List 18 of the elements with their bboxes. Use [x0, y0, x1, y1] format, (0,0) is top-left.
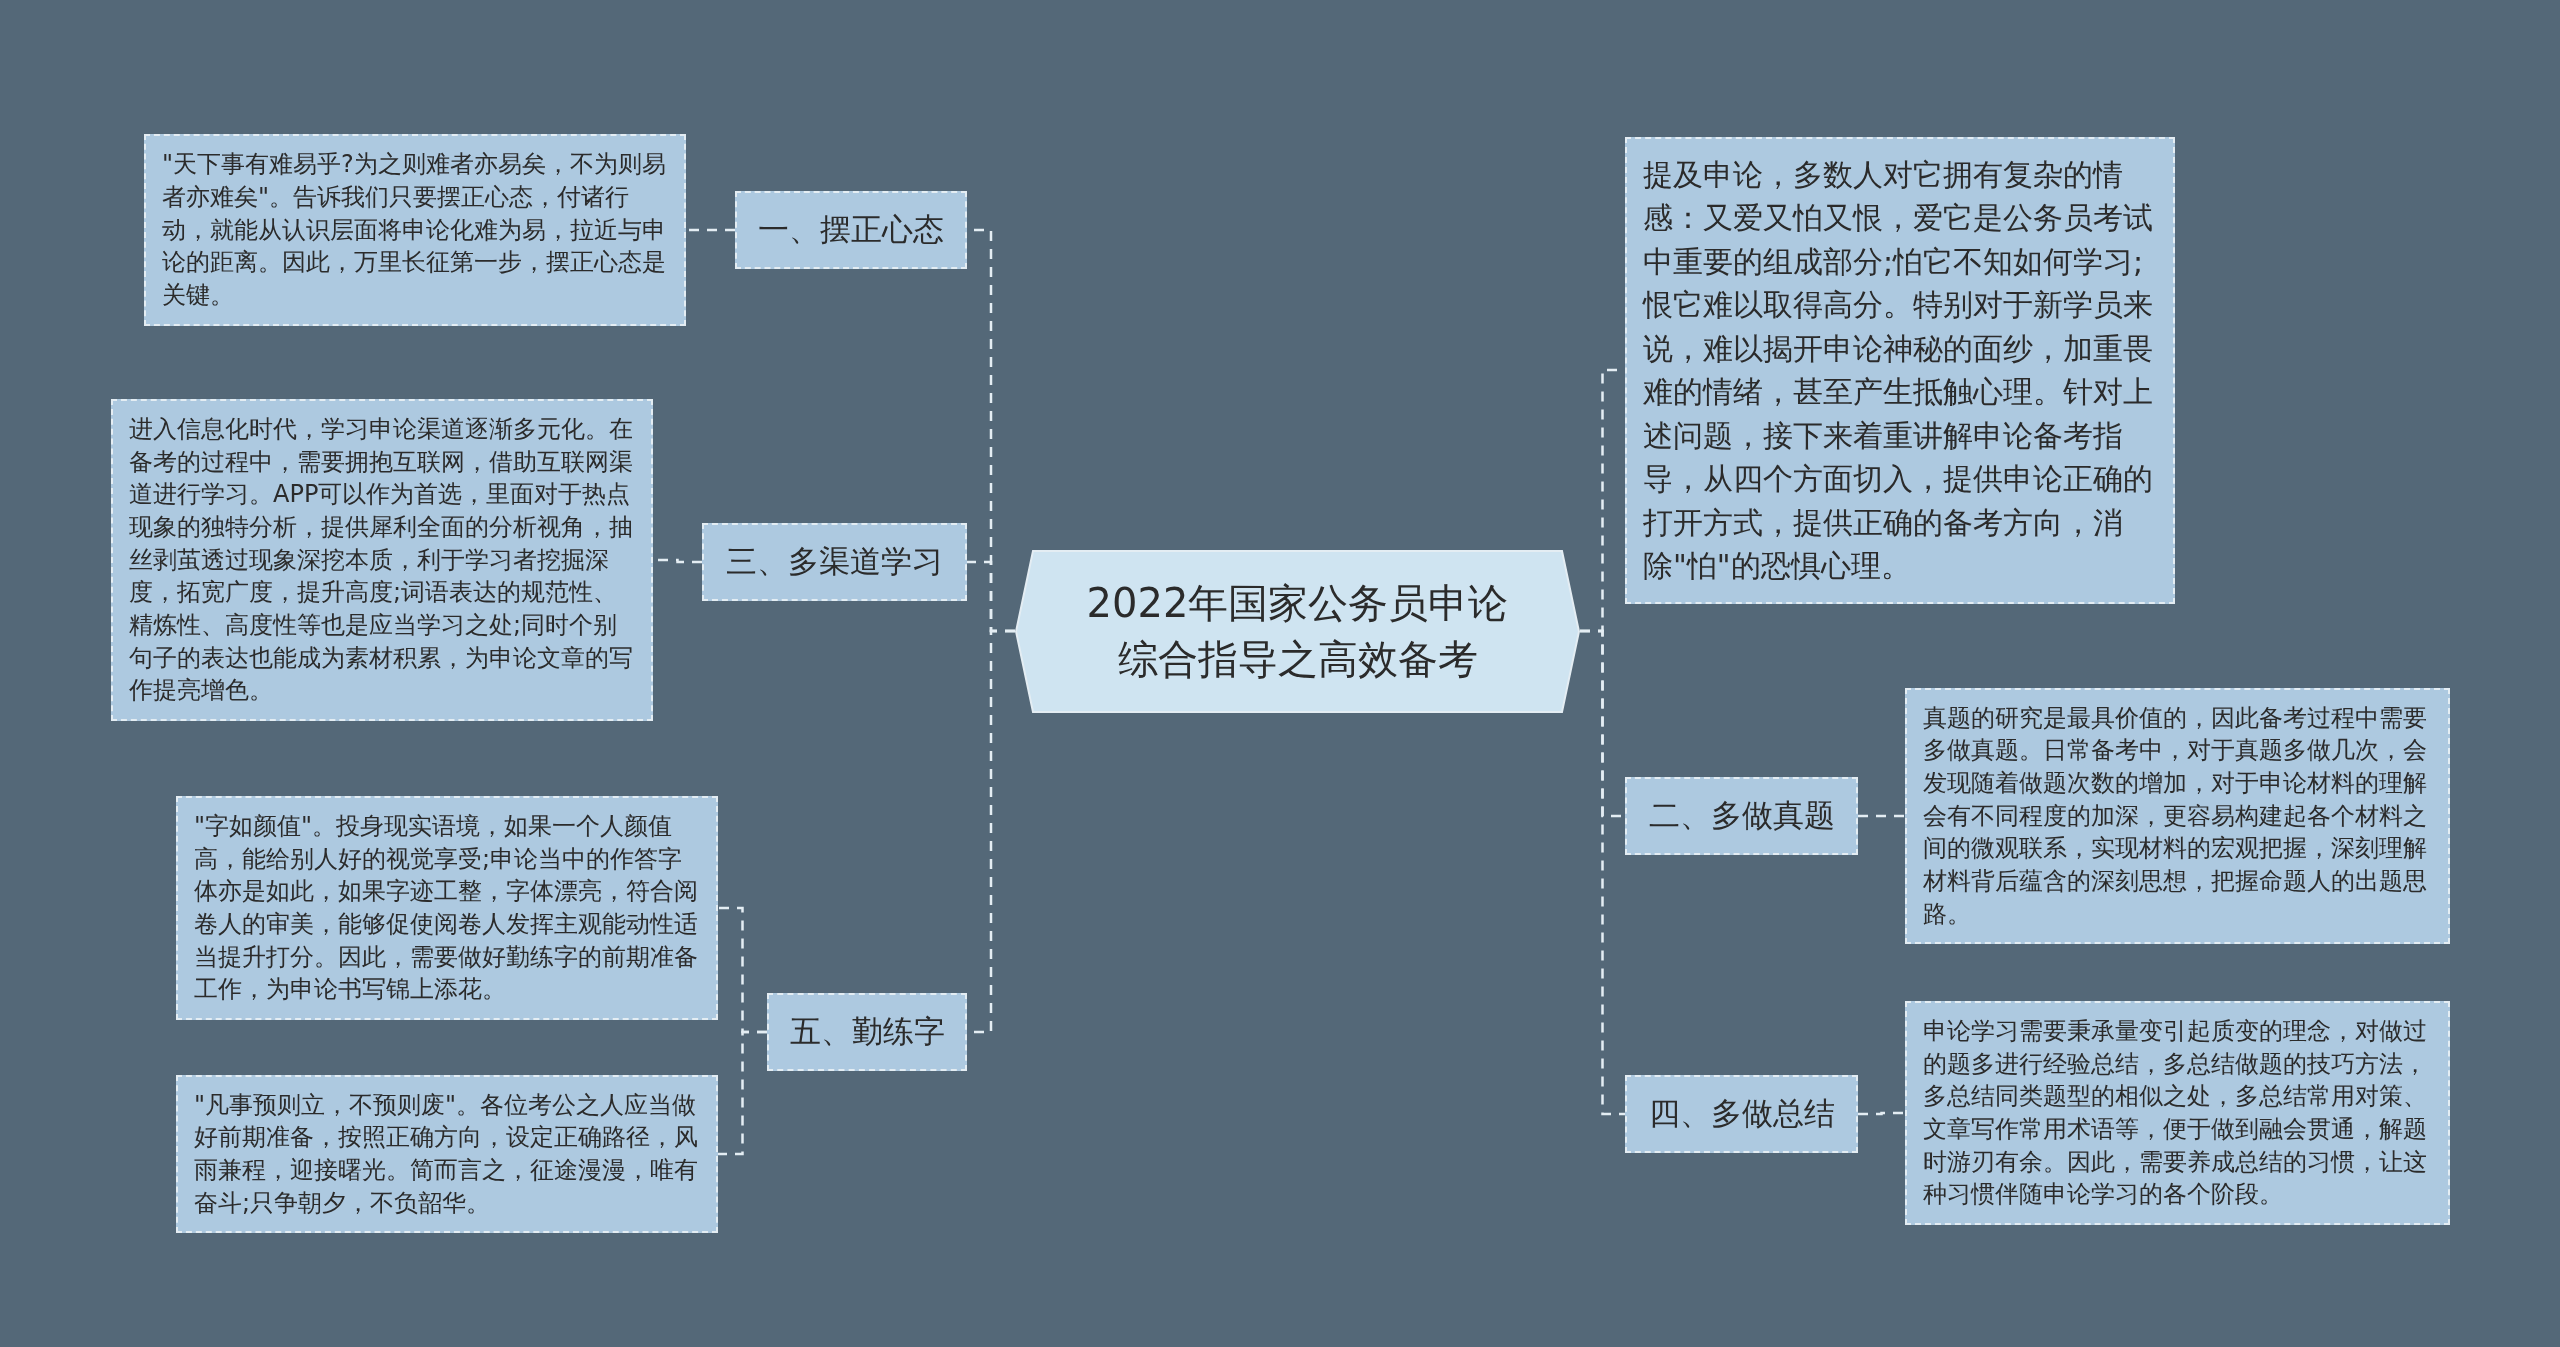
branch-topic: 一、摆正心态 — [735, 191, 967, 269]
note-card: 申论学习需要秉承量变引起质变的理念，对做过的题多进行经验总结，多总结做题的技巧方法，多总结同类题型的相似之处，多总结常用对策、文章写作常用术语等，便于做到融会贯通，解题时游刃有余。因此，需要养成总结的习惯，让这种习惯伴随申论学习的各个阶段。 — [1905, 1001, 2450, 1225]
note-card: "凡事预则立，不预则废"。各位考公之人应当做好前期准备，按照正确方向，设定正确路径，风雨兼程，迎接曙光。简而言之，征途漫漫，唯有奋斗;只争朝夕，不负韶华。 — [176, 1074, 718, 1234]
connector — [718, 1030, 767, 1156]
branch-topic: 三、多渠道学习 — [702, 523, 967, 601]
note-card: 提及申论，多数人对它拥有复杂的情感：又爱又怕又恨，爱它是公务员考试中重要的组成部分;怕它不知如何学习;恨它难以取得高分。特别对于新学员来说，难以揭开申论神秘的面纱，加重畏难的情绪，甚至产生抵触心理。针对上述问题，接下来着重讲解申论备考指导，从四个方面切入，提供申论正确的打开方式，提供正确的备考方向，消除"怕"的恐惧心理。 — [1625, 136, 2175, 604]
note-card: 进入信息化时代，学习申论渠道逐渐多元化。在备考的过程中，需要拥抱互联网，借助互联网渠道进行学习。APP可以作为首选，里面对于热点现象的独特分析，提供犀利全面的分析视角，抽丝剥茧透过现象深挖本质，利于学习者挖掘深度，拓宽广度，提升高度;词语表达的规范性、精炼性、高度性等也是应当学习之处;同时个别句子的表达也能成为素材积累，为申论文章的写作提亮增色。 — [111, 399, 653, 721]
branch-topic: 四、多做总结 — [1625, 1075, 1858, 1153]
connector — [686, 228, 735, 232]
central-topic: 2022年国家公务员申论综合指导之高效备考 — [1015, 549, 1580, 713]
note-card: "字如颜值"。投身现实语境，如果一个人颜值高，能给别人好的视觉享受;申论当中的作答字体亦是如此，如果字迹工整，字体漂亮，符合阅卷人的审美，能够促使阅卷人发挥主观能动性适当提升打分。因此，需要做好勤练字的前期准备工作，为申论书写锦上添花。 — [176, 796, 718, 1020]
branch-topic: 二、多做真题 — [1625, 777, 1858, 855]
note-card: "天下事有难易乎?为之则难者亦易矣，不为则易者亦难矣"。告诉我们只要摆正心态，付诸行动，就能从认识层面将申论化难为易，拉近与申论的距离。因此，万里长征第一步，摆正心态是关键。 — [144, 134, 686, 326]
note-card: 真题的研究是最具价值的，因此备考过程中需要多做真题。日常备考中，对于真题多做几次，会发现随着做题次数的增加，对于申论材料的理解会有不同程度的加深，更容易构建起各个材料之间的微观联系，实现材料的宏观把握，深刻理解材料背后蕴含的深刻思想，把握命题人的出题思路。 — [1905, 687, 2450, 945]
connector — [1580, 629, 1625, 1116]
connector — [1858, 1111, 1905, 1116]
connector — [1858, 814, 1905, 818]
branch-topic: 五、勤练字 — [767, 993, 967, 1071]
